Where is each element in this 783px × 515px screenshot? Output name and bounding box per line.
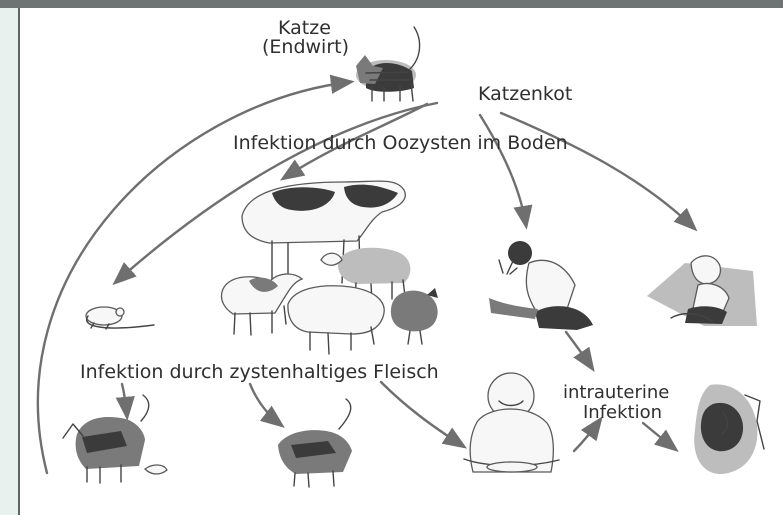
mouse-icon <box>86 307 154 329</box>
gardener-icon <box>489 241 593 330</box>
cat-label-line2: (Endwirt) <box>262 36 349 58</box>
intrauterine-label-line1: intrauterine <box>563 382 669 403</box>
cat-icon <box>356 27 420 101</box>
child-sandbox-icon <box>647 256 757 326</box>
chicken-icon <box>391 288 438 344</box>
feces-label: Katzenkot <box>478 83 572 105</box>
pig-icon <box>288 286 384 354</box>
fetus-icon <box>694 384 764 474</box>
soil-infection-label: Infektion durch Oozysten im Boden <box>233 132 568 154</box>
cat-icon <box>278 399 352 487</box>
livestock-group <box>221 181 438 354</box>
intrauterine-label-line2: Infektion <box>583 402 662 423</box>
cat-icon <box>63 395 167 483</box>
meat-infection-label: Infektion durch zystenhaltiges Fleisch <box>80 361 439 383</box>
woman-eating-icon <box>464 373 559 472</box>
